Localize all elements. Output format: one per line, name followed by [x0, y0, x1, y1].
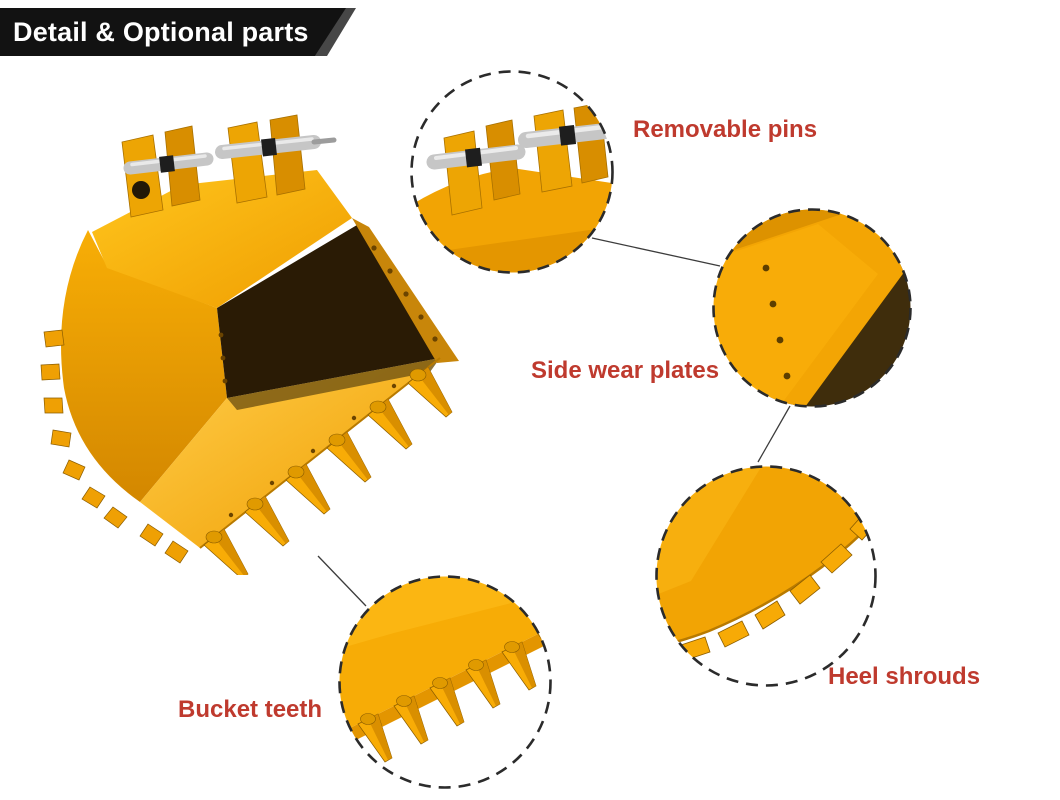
- bucket-side-plate: [61, 230, 227, 502]
- title-banner: Detail & Optional parts: [0, 8, 346, 56]
- bucket-teeth-row: [203, 366, 453, 575]
- bucket-floor: [140, 358, 440, 548]
- callout-removable-pins: [410, 70, 614, 274]
- callout-heel-shrouds: [655, 465, 877, 687]
- heel-shrouds-detail: [656, 466, 876, 686]
- bucket-body: [61, 170, 459, 549]
- bucket-inner-wall: [227, 358, 440, 410]
- bucket-interior: [217, 225, 440, 398]
- connector-line-heel-shrouds: [757, 405, 791, 463]
- bucket-heel-shroud-blocks: [40, 329, 189, 564]
- removable-pins-detail: [411, 71, 613, 273]
- label-removable-pins: Removable pins: [633, 116, 818, 143]
- callout-side-wear-plates: [712, 208, 912, 408]
- page-title: Detail & Optional parts: [13, 16, 309, 47]
- callout-bucket-teeth: [338, 575, 552, 789]
- dashed-ring: [712, 208, 912, 408]
- dashed-ring: [655, 465, 877, 687]
- label-side-wear-plates: Side wear plates: [531, 357, 720, 384]
- label-bucket-teeth: Bucket teeth: [178, 696, 323, 723]
- side-wear-plates-detail: [713, 209, 911, 407]
- bucket-right-edge: [352, 218, 459, 363]
- bucket-pins: [123, 135, 337, 175]
- bucket-bolts: [218, 245, 438, 518]
- label-heel-shrouds: Heel shrouds: [828, 663, 981, 690]
- excavator-bucket-photo: [40, 114, 459, 575]
- bucket-hinge-group: [121, 114, 337, 218]
- bucket-teeth-detail: [339, 576, 551, 788]
- dashed-ring: [410, 70, 614, 274]
- dashed-ring: [338, 575, 552, 789]
- bucket-lip-edge: [199, 357, 441, 549]
